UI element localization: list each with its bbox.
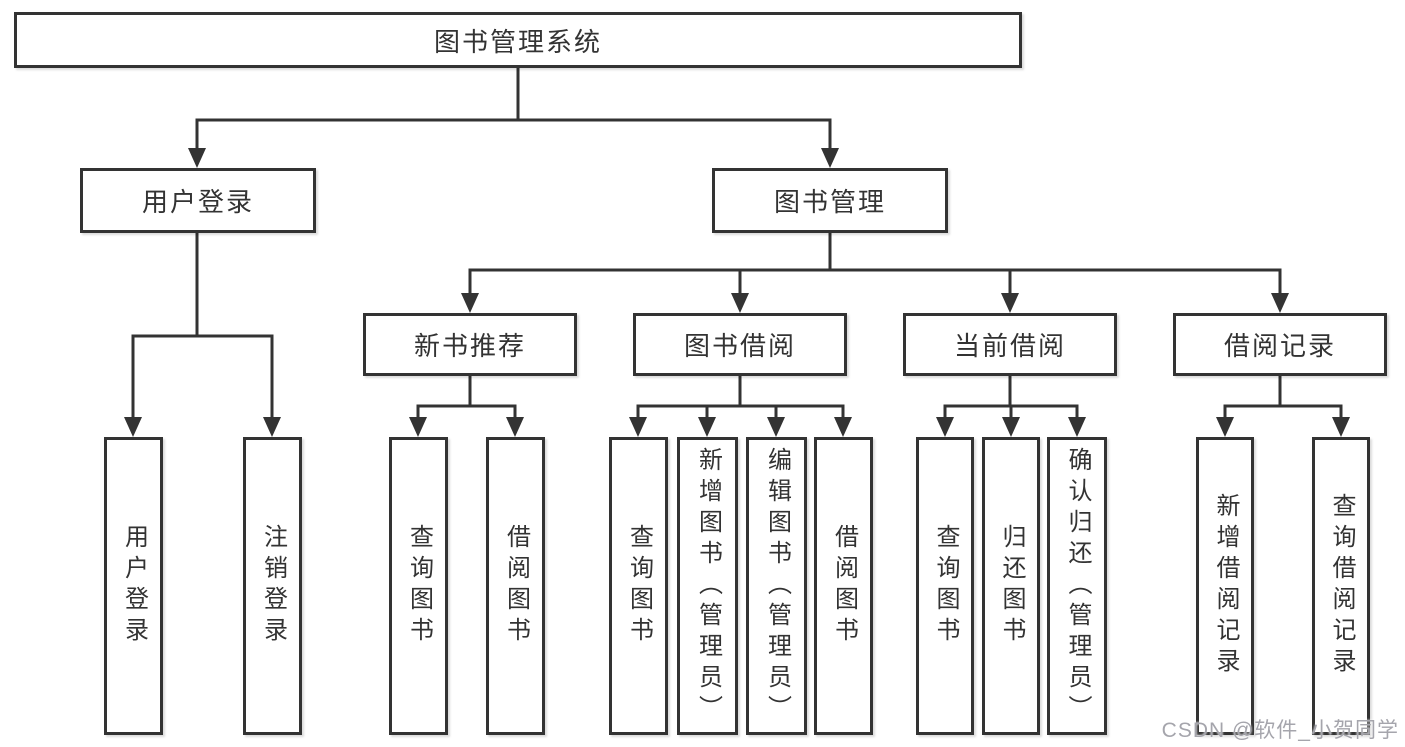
leaf-query-books-recommend: 查询图书 <box>389 437 448 735</box>
leaf-query-books-current: 查询图书 <box>916 437 974 735</box>
leaf-query-books-recommend-label: 查询图书 <box>405 524 433 648</box>
leaf-query-books-borrowing-label: 查询图书 <box>625 524 653 648</box>
leaf-borrow-books-borrowing-label: 借阅图书 <box>830 524 858 648</box>
node-book-management-label: 图书管理 <box>773 187 886 217</box>
leaf-query-borrow-record-label: 查询借阅记录 <box>1328 493 1355 679</box>
leaf-confirm-return-admin: 确认归还（管理员） <box>1047 437 1107 735</box>
node-root-label: 图书管理系统 <box>433 26 602 57</box>
leaf-add-books-admin: 新增图书（管理员） <box>677 437 738 735</box>
leaf-borrow-books-recommend-label: 借阅图书 <box>502 524 530 648</box>
node-current-borrowing: 当前借阅 <box>903 313 1117 376</box>
leaf-return-books: 归还图书 <box>982 437 1040 735</box>
node-user-login: 用户登录 <box>80 168 316 233</box>
node-book-borrowing: 图书借阅 <box>633 313 847 376</box>
node-book-management: 图书管理 <box>712 168 948 233</box>
node-root: 图书管理系统 <box>14 12 1022 68</box>
node-user-login-label: 用户登录 <box>141 187 254 217</box>
leaf-user-login: 用户登录 <box>104 437 163 735</box>
node-new-book-recommend-label: 新书推荐 <box>413 331 526 361</box>
leaf-edit-books-admin: 编辑图书（管理员） <box>746 437 807 735</box>
leaf-query-books-current-label: 查询图书 <box>932 524 959 648</box>
leaf-confirm-return-admin-label: 确认归还（管理员） <box>1064 446 1091 726</box>
node-borrowing-records-label: 借阅记录 <box>1223 331 1336 361</box>
leaf-borrow-books-borrowing: 借阅图书 <box>814 437 873 735</box>
leaf-borrow-books-recommend: 借阅图书 <box>486 437 545 735</box>
leaf-logout-login-label: 注销登录 <box>259 524 287 648</box>
csdn-watermark: CSDN @软件_小贺同学 <box>1161 719 1399 742</box>
leaf-add-borrow-record-label: 新增借阅记录 <box>1212 493 1239 679</box>
node-current-borrowing-label: 当前借阅 <box>953 331 1066 361</box>
leaf-add-books-admin-label: 新增图书（管理员） <box>694 446 722 726</box>
leaf-add-borrow-record: 新增借阅记录 <box>1196 437 1254 735</box>
leaf-edit-books-admin-label: 编辑图书（管理员） <box>763 446 791 726</box>
leaf-user-login-label: 用户登录 <box>120 524 148 648</box>
node-borrowing-records: 借阅记录 <box>1173 313 1387 376</box>
node-book-borrowing-label: 图书借阅 <box>683 331 796 361</box>
node-new-book-recommend: 新书推荐 <box>363 313 577 376</box>
leaf-query-books-borrowing: 查询图书 <box>609 437 668 735</box>
leaf-return-books-label: 归还图书 <box>998 524 1025 648</box>
leaf-query-borrow-record: 查询借阅记录 <box>1312 437 1370 735</box>
connector-path <box>131 67 1343 427</box>
leaf-logout-login: 注销登录 <box>243 437 302 735</box>
